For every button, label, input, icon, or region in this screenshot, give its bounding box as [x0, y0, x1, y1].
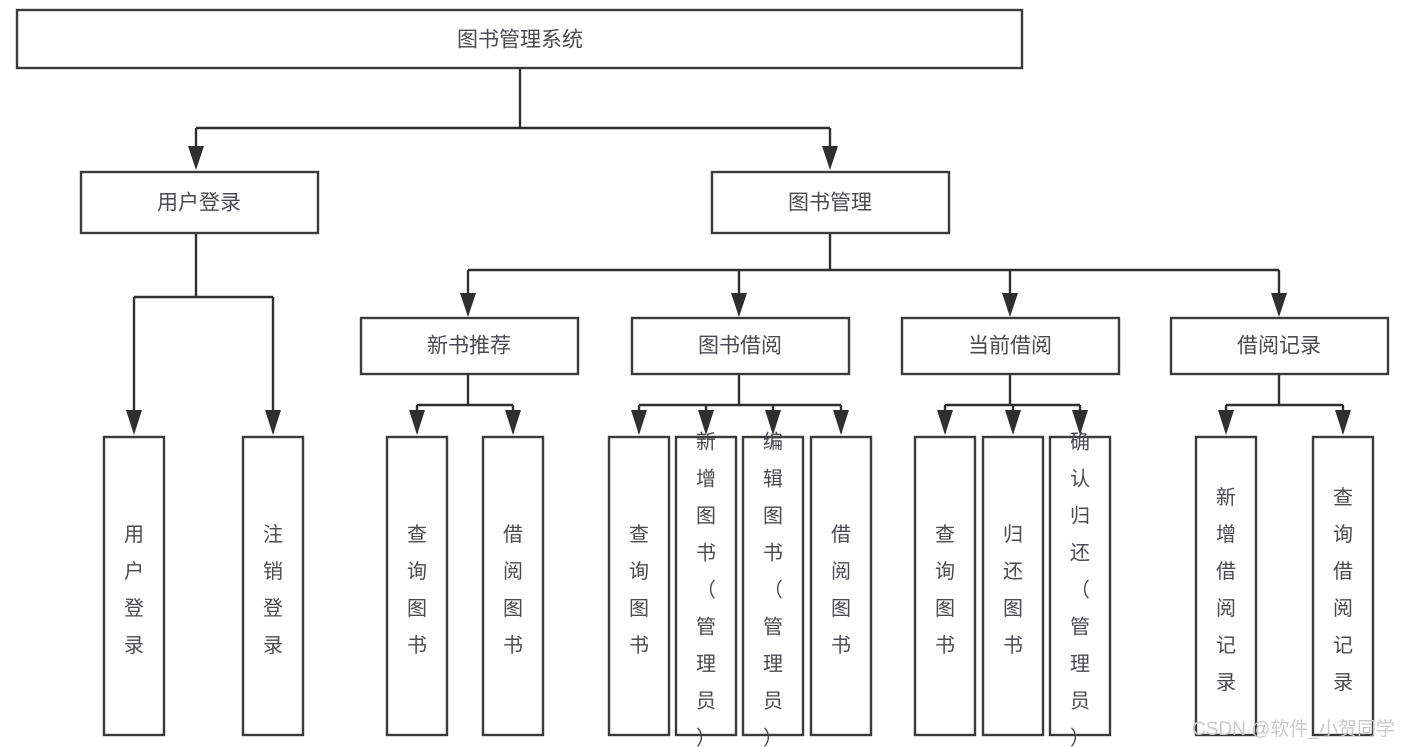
- node-current-borrow[interactable]: 当前借阅: [900, 316, 1121, 376]
- node-leaf-query-book-1-label: 查询图书: [407, 523, 427, 657]
- arrow-book-manage: [822, 146, 838, 170]
- arrow-new-book-rec: [460, 293, 476, 317]
- node-book-borrow-box[interactable]: [630, 316, 851, 376]
- node-leaf-confirm-return[interactable]: 确认归还（管理员）: [1048, 430, 1112, 747]
- node-leaf-return-book-label: 归还图书: [1003, 523, 1023, 657]
- arrow-leaf-query-book-3: [937, 410, 953, 435]
- node-root-label: 图书管理系统: [457, 29, 583, 52]
- node-leaf-query-book-2-label: 查询图书: [629, 523, 649, 657]
- node-login[interactable]: 用户登录: [79, 170, 320, 235]
- node-login-label: 用户登录: [157, 192, 241, 215]
- arrow-leaf-borrow-book-2: [833, 410, 849, 435]
- node-new-book-rec[interactable]: 新书推荐: [359, 316, 580, 376]
- node-leaf-edit-book[interactable]: 编辑图书（管理员）: [741, 430, 805, 747]
- node-leaf-add-book-box[interactable]: [674, 435, 738, 737]
- node-leaf-borrow-book-1[interactable]: 借阅图书: [481, 435, 545, 737]
- node-new-book-rec-label: 新书推荐: [427, 335, 511, 358]
- node-leaf-borrow-book-2-label: 借阅图书: [831, 523, 851, 657]
- node-leaf-query-book-3-box[interactable]: [913, 435, 977, 737]
- arrow-leaf-query-book-2: [631, 410, 647, 435]
- node-leaf-return-book[interactable]: 归还图书: [981, 435, 1045, 737]
- arrow-book-borrow: [731, 293, 747, 317]
- node-leaf-borrow-book-1-label: 借阅图书: [503, 523, 523, 657]
- node-leaf-add-book-label: 新增图书（管理员）: [696, 430, 716, 747]
- arrow-leaf-add-book: [698, 410, 714, 435]
- csdn-watermark: CSDN @软件_小贺同学: [1192, 718, 1395, 740]
- connector-layer: [126, 68, 1351, 435]
- node-leaf-add-record-box[interactable]: [1194, 435, 1258, 737]
- node-new-book-rec-box[interactable]: [359, 316, 580, 376]
- arrow-leaf-return-book: [1005, 410, 1021, 435]
- arrow-leaf-user-login: [126, 410, 142, 435]
- node-leaf-query-book-2[interactable]: 查询图书: [607, 435, 671, 737]
- node-leaf-query-book-1-box[interactable]: [385, 435, 449, 737]
- node-leaf-query-record[interactable]: 查询借阅记录: [1311, 435, 1375, 737]
- node-leaf-query-book-3-label: 查询图书: [935, 523, 955, 657]
- node-leaf-user-login-box[interactable]: [102, 435, 166, 737]
- arrow-leaf-logout: [265, 410, 281, 435]
- node-leaf-logout-box[interactable]: [241, 435, 305, 737]
- arrow-leaf-query-book-1: [409, 410, 425, 435]
- node-leaf-query-record-box[interactable]: [1311, 435, 1375, 737]
- node-leaf-borrow-book-2[interactable]: 借阅图书: [809, 435, 873, 737]
- node-leaf-user-login[interactable]: 用户登录: [102, 435, 166, 737]
- node-book-manage-label: 图书管理: [788, 192, 872, 215]
- arrow-borrow-record: [1271, 293, 1287, 317]
- node-leaf-add-record-label: 新增借阅记录: [1216, 486, 1236, 694]
- arrow-login: [188, 146, 204, 170]
- node-leaf-query-record-label: 查询借阅记录: [1333, 486, 1353, 694]
- node-leaf-borrow-book-2-box[interactable]: [809, 435, 873, 737]
- node-root-box[interactable]: [15, 8, 1024, 70]
- arrow-leaf-query-record: [1335, 410, 1351, 435]
- node-borrow-record-label: 借阅记录: [1237, 335, 1321, 358]
- node-book-manage[interactable]: 图书管理: [710, 170, 951, 235]
- node-book-manage-box[interactable]: [710, 170, 951, 235]
- arrow-current-borrow: [1002, 293, 1018, 317]
- arrow-leaf-confirm-return: [1072, 410, 1088, 435]
- node-leaf-borrow-book-1-box[interactable]: [481, 435, 545, 737]
- node-leaf-logout-label: 注销登录: [263, 523, 283, 657]
- arrow-leaf-edit-book: [765, 410, 781, 435]
- node-root[interactable]: 图书管理系统: [15, 8, 1024, 70]
- node-book-borrow-label: 图书借阅: [698, 335, 782, 358]
- node-leaf-query-book-3[interactable]: 查询图书: [913, 435, 977, 737]
- node-borrow-record[interactable]: 借阅记录: [1169, 316, 1390, 376]
- node-login-box[interactable]: [79, 170, 320, 235]
- node-book-borrow[interactable]: 图书借阅: [630, 316, 851, 376]
- node-leaf-edit-book-label: 编辑图书（管理员）: [763, 430, 783, 747]
- node-leaf-confirm-return-box[interactable]: [1048, 435, 1112, 737]
- node-leaf-add-book[interactable]: 新增图书（管理员）: [674, 430, 738, 747]
- arrow-leaf-add-record: [1218, 410, 1234, 435]
- node-leaf-query-book-1[interactable]: 查询图书: [385, 435, 449, 737]
- node-leaf-query-book-2-box[interactable]: [607, 435, 671, 737]
- node-leaf-user-login-label: 用户登录: [124, 524, 144, 657]
- node-leaf-return-book-box[interactable]: [981, 435, 1045, 737]
- node-leaf-confirm-return-label: 确认归还（管理员）: [1070, 430, 1090, 747]
- node-borrow-record-box[interactable]: [1169, 316, 1390, 376]
- node-current-borrow-label: 当前借阅: [968, 335, 1052, 358]
- node-leaf-edit-book-box[interactable]: [741, 435, 805, 737]
- arrow-leaf-borrow-book-1: [505, 410, 521, 435]
- node-leaf-add-record[interactable]: 新增借阅记录: [1194, 435, 1258, 737]
- node-current-borrow-box[interactable]: [900, 316, 1121, 376]
- node-leaf-logout[interactable]: 注销登录: [241, 435, 305, 737]
